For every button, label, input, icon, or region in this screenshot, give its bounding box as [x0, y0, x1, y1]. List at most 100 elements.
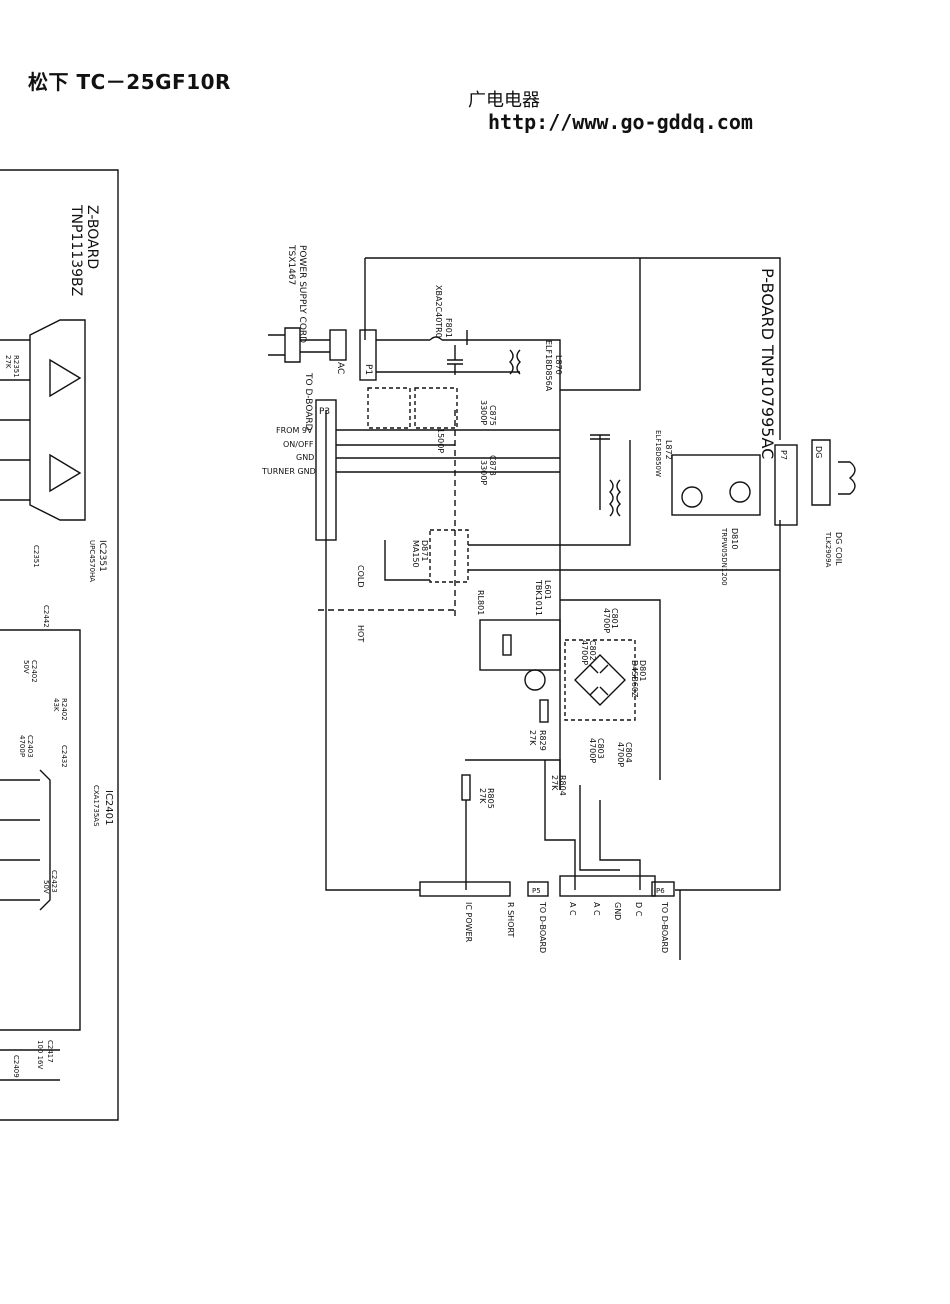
r2402-val: 43K: [52, 698, 60, 712]
pin-ic-power: IC POWER: [464, 902, 473, 943]
hot-region: HOT: [356, 625, 365, 642]
r804-label: R804: [558, 775, 567, 796]
p-board-frame-top: [365, 257, 781, 440]
r804-val: 27K: [550, 775, 559, 791]
r805-val: 27K: [478, 788, 487, 804]
d810-label: D810: [730, 528, 739, 549]
site-name: 广电电器: [468, 90, 540, 111]
pin-d-c: D C: [634, 902, 643, 917]
c2402-val: 50V: [22, 660, 30, 674]
ic2351-label: IC2351: [97, 540, 107, 572]
p6-pin-strip: [559, 875, 656, 897]
p5-connector: [527, 881, 549, 897]
p5-pin-strip: [419, 881, 511, 897]
c873-val: 3300P: [479, 460, 488, 485]
c2403-val: 4700P: [18, 735, 26, 757]
l870-part: ELF18D856A: [544, 340, 553, 392]
rl801-label: RL801: [476, 590, 485, 615]
pin-gnd: GND: [296, 453, 314, 462]
p3-connector: [315, 399, 337, 541]
ic2401-part: CXA1735AS: [92, 785, 100, 827]
c804-label: C804: [624, 742, 633, 763]
ic2401-label: IC2401: [103, 790, 114, 825]
z-board-inner-frame: [0, 629, 81, 1031]
pin-to-d-board-2: TO D-BOARD: [660, 901, 669, 953]
c2442-label: C2442: [42, 605, 50, 628]
dg-coil-part: TLK2909A: [824, 531, 832, 568]
c2423-label: C2423: [50, 870, 58, 893]
opamp-symbol-lower: [49, 453, 82, 493]
c801-label: C801: [610, 608, 619, 629]
c2417-label: C2417: [46, 1040, 54, 1063]
rl801-relay: [429, 529, 469, 583]
z-board-frame: [0, 169, 119, 1121]
l872-part: ELF18D850W: [654, 430, 662, 477]
dg-label: DG: [814, 446, 823, 458]
dg-coil: [838, 461, 856, 495]
p3-label: P3: [319, 407, 330, 417]
r2351-label: R2351: [12, 355, 20, 378]
page-title: 松下 TC－25GF10R: [28, 70, 231, 94]
l872-label: L872: [664, 440, 673, 460]
c873-label: C873: [488, 455, 497, 476]
c875-val: 3300P: [479, 400, 488, 425]
pin-turner-gnd: TURNER GND: [261, 467, 316, 476]
c2351-label: C2351: [32, 545, 40, 568]
p1-connector: [359, 329, 377, 381]
pin-r-short: R SHORT: [506, 902, 515, 937]
site-url-link[interactable]: http://www.go-gddq.com: [488, 110, 753, 134]
dg-coil-label: DG COIL: [834, 532, 843, 566]
p-board-label: P-BOARD TNP107995AC: [758, 268, 777, 459]
p7-connector: [774, 444, 798, 526]
p1-label: P1: [363, 364, 373, 375]
p-board-frame-left: [325, 410, 420, 891]
r829-label: R829: [538, 730, 547, 751]
c874-val: 1500P: [436, 428, 445, 453]
r805-label: R805: [486, 788, 495, 809]
l601-part: TBK1011: [534, 579, 543, 616]
l601-label: L601: [543, 580, 552, 600]
c802-label: C802: [588, 640, 597, 661]
d801-part: D4SB60Z: [630, 660, 639, 698]
f801-part: XBA2C40TR0: [434, 285, 443, 338]
ac-line-top: [376, 258, 641, 391]
p5-label: P5: [532, 887, 541, 895]
c2402-label: C2402: [30, 660, 38, 683]
c2409-label: C2409: [12, 1055, 20, 1078]
c804-val: 4700P: [616, 742, 625, 767]
power-plug: [268, 327, 301, 363]
p6-label: P6: [656, 887, 665, 895]
power-cord-label: POWER SUPPLY CORD: [297, 245, 307, 343]
opamp-symbol-upper: [49, 358, 82, 398]
d810-part: TRPW05DN1200: [720, 527, 728, 586]
r2402-label: R2402: [60, 698, 68, 721]
ic2401-body: [39, 769, 51, 911]
ac-label: AC: [335, 362, 345, 374]
d801-bridge-box: [564, 639, 636, 721]
d810-assembly: [671, 454, 761, 516]
pin-a-c-2: A C: [592, 902, 601, 916]
f801-label: F801: [444, 318, 453, 338]
d801-bridge: [574, 654, 626, 706]
c2432-label: C2432: [60, 745, 68, 768]
l870-label: L870: [554, 355, 563, 375]
c803-val: 4700P: [588, 738, 597, 763]
ic2351-part: UPC4570HA: [88, 540, 96, 582]
z-board-part: TNP11139BZ: [68, 204, 84, 296]
p3-to-d-board: TO D-BOARD: [303, 372, 313, 431]
pin-gnd-bottom: GND: [613, 902, 622, 920]
p1-connector-ac: [329, 329, 347, 361]
ic2351-body: [29, 319, 86, 521]
relay-box: [367, 387, 411, 429]
z-board-label: Z-BOARD: [84, 205, 100, 269]
d871-part: MA150: [411, 540, 420, 568]
r829-val: 27K: [528, 730, 537, 746]
p-board-frame-right: [675, 520, 781, 891]
c2403-label: C2403: [26, 735, 34, 758]
pin-a-c-1: A C: [568, 902, 577, 916]
c2423-val: 50V: [42, 880, 50, 894]
power-cord-part: TSX1467: [286, 244, 296, 285]
pin-to-d-board-1: TO D-BOARD: [538, 901, 547, 953]
dg-connector: [811, 439, 831, 506]
